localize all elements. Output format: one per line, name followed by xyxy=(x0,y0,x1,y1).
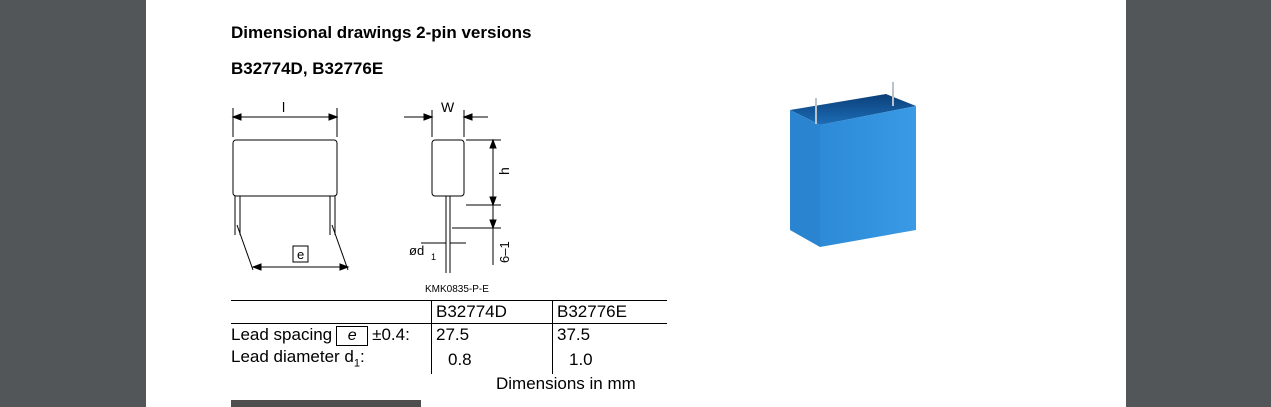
diameter-subscript: 1 xyxy=(431,252,436,262)
cell-value: 0.8 xyxy=(431,346,553,375)
row-label: Lead spacing xyxy=(231,325,333,344)
header-b32776e: B32776E xyxy=(552,300,667,324)
lead-length-label: 6–1 xyxy=(497,241,512,263)
table-header-row: B32774D B32776E xyxy=(231,300,667,324)
cell-value: 37.5 xyxy=(552,323,667,346)
cell-value: 27.5 xyxy=(431,323,553,346)
side-view-body xyxy=(431,139,465,197)
height-label: h xyxy=(496,167,512,175)
length-label: l xyxy=(282,99,285,115)
capacitor-photo xyxy=(790,82,916,247)
dimensional-drawing: l W h e ød 1 6–1 xyxy=(231,99,512,273)
dimensions-unit-note: Dimensions in mm xyxy=(496,374,636,393)
width-label: W xyxy=(441,99,455,115)
cut-off-text-line xyxy=(231,400,421,407)
section-heading: Dimensional drawings 2-pin versions xyxy=(231,23,532,42)
diameter-label: ød xyxy=(409,243,424,258)
spacing-label: e xyxy=(297,247,304,262)
front-view-body xyxy=(232,139,338,197)
boxed-e-symbol: e xyxy=(336,325,369,346)
drawing-code: KMK0835-P-E xyxy=(425,284,489,295)
table-row: Lead diameter d1: 0.8 1.0 xyxy=(231,346,667,375)
cell-value: 1.0 xyxy=(552,346,667,375)
document-page: Dimensional drawings 2-pin versions B327… xyxy=(146,0,1126,407)
row-label: Lead diameter d xyxy=(231,347,354,366)
part-numbers-heading: B32774D, B32776E xyxy=(231,59,384,78)
header-b32774d: B32774D xyxy=(431,300,553,324)
